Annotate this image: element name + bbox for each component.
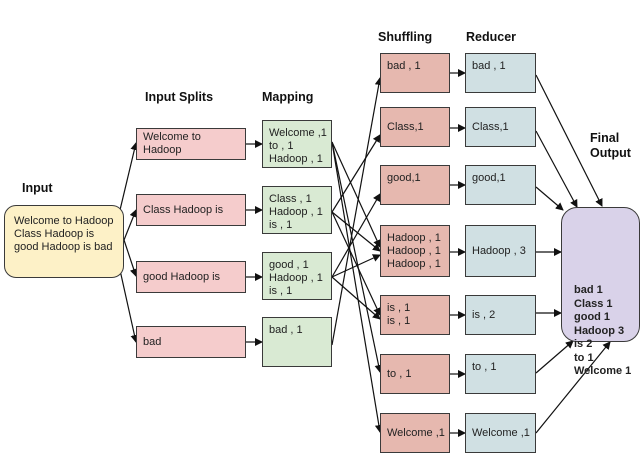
mapping-box: Class , 1 Hadoop , 1 is , 1	[262, 186, 332, 234]
input-line: good Hadoop is bad	[14, 241, 113, 253]
reducer-box: Welcome ,1	[465, 413, 536, 453]
split-text: bad	[143, 335, 162, 348]
final-output-header: Final Output	[590, 131, 631, 161]
final-output-header-line: Final	[590, 131, 620, 145]
mapping-pair: is , 1	[269, 285, 293, 297]
shuffling-pair: to , 1	[387, 367, 412, 380]
arrow-map3-good	[331, 193, 381, 278]
mapping-box: bad , 1	[262, 317, 332, 367]
reducer-box: Hadoop , 3	[465, 225, 536, 277]
arrow-map2-is	[331, 211, 381, 316]
split-box: bad	[136, 326, 246, 358]
split-text: Welcome to Hadoop	[143, 131, 201, 156]
final-output-line: Class 1	[574, 297, 613, 310]
shuffling-pair: Hadoop , 1	[387, 257, 441, 270]
arrow-map3-hadoop	[331, 254, 381, 278]
reducer-box: good,1	[465, 165, 536, 205]
shuffling-box: good,1	[380, 165, 450, 205]
reducer-pair: Hadoop , 3	[472, 244, 526, 257]
arrow-map4-bad	[331, 77, 383, 346]
arrow-red-to-final-2	[535, 130, 578, 208]
reducer-pair: Welcome ,1	[472, 426, 530, 439]
reducer-box: bad , 1	[465, 53, 536, 93]
mapping-pair: Hadoop , 1	[269, 272, 323, 284]
mapping-header: Mapping	[262, 90, 314, 104]
mapping-pair: Class , 1	[269, 193, 312, 205]
arrow-input-to-split-3	[123, 239, 138, 277]
shuffling-box: to , 1	[380, 354, 450, 394]
shuffling-pair: Hadoop , 1	[387, 231, 441, 244]
arrow-red-to-final-1	[535, 74, 603, 207]
shuffling-box: is , 1 is , 1	[380, 295, 450, 335]
shuffling-pair: is , 1	[387, 315, 411, 327]
final-output-box: bad 1 Class 1 good 1 Hadoop 3 is 2 to 1 …	[561, 207, 640, 377]
final-output-line: Welcome 1	[574, 365, 632, 377]
arrow-map1-hadoop	[331, 141, 381, 248]
reducer-pair: to , 1	[472, 361, 497, 373]
shuffling-pair: Hadoop , 1	[387, 244, 441, 257]
mapping-pair: bad , 1	[269, 324, 303, 336]
arrow-map1-welcome	[331, 141, 383, 433]
arrow-red-to-final-3	[535, 186, 564, 211]
mapping-pair: good , 1	[269, 259, 309, 271]
arrow-map1-to	[331, 141, 383, 373]
mapping-pair: Hadoop , 1	[269, 206, 323, 218]
shuffling-pair: Class,1	[387, 120, 424, 133]
mapping-pair: Hadoop , 1	[269, 153, 323, 165]
final-output-header-line: Output	[590, 146, 631, 160]
reducer-pair: Class,1	[472, 120, 509, 133]
final-output-line: bad 1	[574, 284, 603, 296]
shuffling-box: Hadoop , 1 Hadoop , 1 Hadoop , 1	[380, 225, 450, 277]
shuffling-pair: Welcome ,1	[387, 426, 445, 439]
shuffling-pair: good,1	[387, 172, 421, 184]
final-output-line: is 2	[574, 338, 593, 350]
reducer-pair: bad , 1	[472, 60, 506, 72]
split-box: Welcome to Hadoop	[136, 128, 246, 160]
reducer-box: Class,1	[465, 107, 536, 147]
split-box: good Hadoop is	[136, 261, 246, 293]
reducer-box: is , 2	[465, 295, 536, 335]
reducer-pair: is , 2	[472, 308, 496, 321]
arrow-input-to-split-1	[119, 142, 139, 211]
shuffling-box: Welcome ,1	[380, 413, 450, 453]
input-splits-header: Input Splits	[145, 90, 214, 104]
input-header: Input	[22, 181, 53, 195]
split-box: Class Hadoop is	[136, 194, 246, 226]
input-box: Welcome to Hadoop Class Hadoop is good H…	[4, 205, 124, 278]
final-output-line: Hadoop 3	[574, 324, 625, 337]
shuffling-pair: is , 1	[387, 302, 411, 314]
shuffling-pair: bad , 1	[387, 60, 421, 72]
arrow-red-to-final-7	[535, 341, 611, 434]
split-text: Class Hadoop is	[143, 203, 224, 216]
split-text: good Hadoop is	[143, 270, 221, 283]
final-output-line: good 1	[574, 311, 611, 323]
input-line: Welcome to Hadoop	[14, 215, 114, 227]
reducer-box: to , 1	[465, 354, 536, 394]
arrow-input-to-split-2	[123, 209, 138, 241]
reducer-pair: good,1	[472, 172, 506, 184]
arrow-map3-is	[331, 276, 381, 320]
mapping-box: Welcome ,1 to , 1 Hadoop , 1	[262, 120, 332, 168]
mapping-pair: to , 1	[269, 140, 294, 152]
mapping-box: good , 1 Hadoop , 1 is , 1	[262, 252, 332, 300]
arrow-map2-hadoop	[331, 211, 381, 252]
reducer-header: Reducer	[466, 30, 517, 44]
arrow-input-to-split-4	[119, 269, 139, 343]
arrow-red-to-final-6	[535, 340, 574, 374]
mapping-pair: is , 1	[269, 219, 293, 231]
final-output-line: to 1	[574, 351, 594, 364]
shuffling-header: Shuffling	[378, 30, 433, 44]
input-line: Class Hadoop is	[14, 228, 95, 240]
shuffling-box: Class,1	[380, 107, 450, 147]
mapping-pair: Welcome ,1	[269, 127, 327, 139]
arrow-map2-class	[331, 134, 381, 213]
shuffling-box: bad , 1	[380, 53, 450, 93]
